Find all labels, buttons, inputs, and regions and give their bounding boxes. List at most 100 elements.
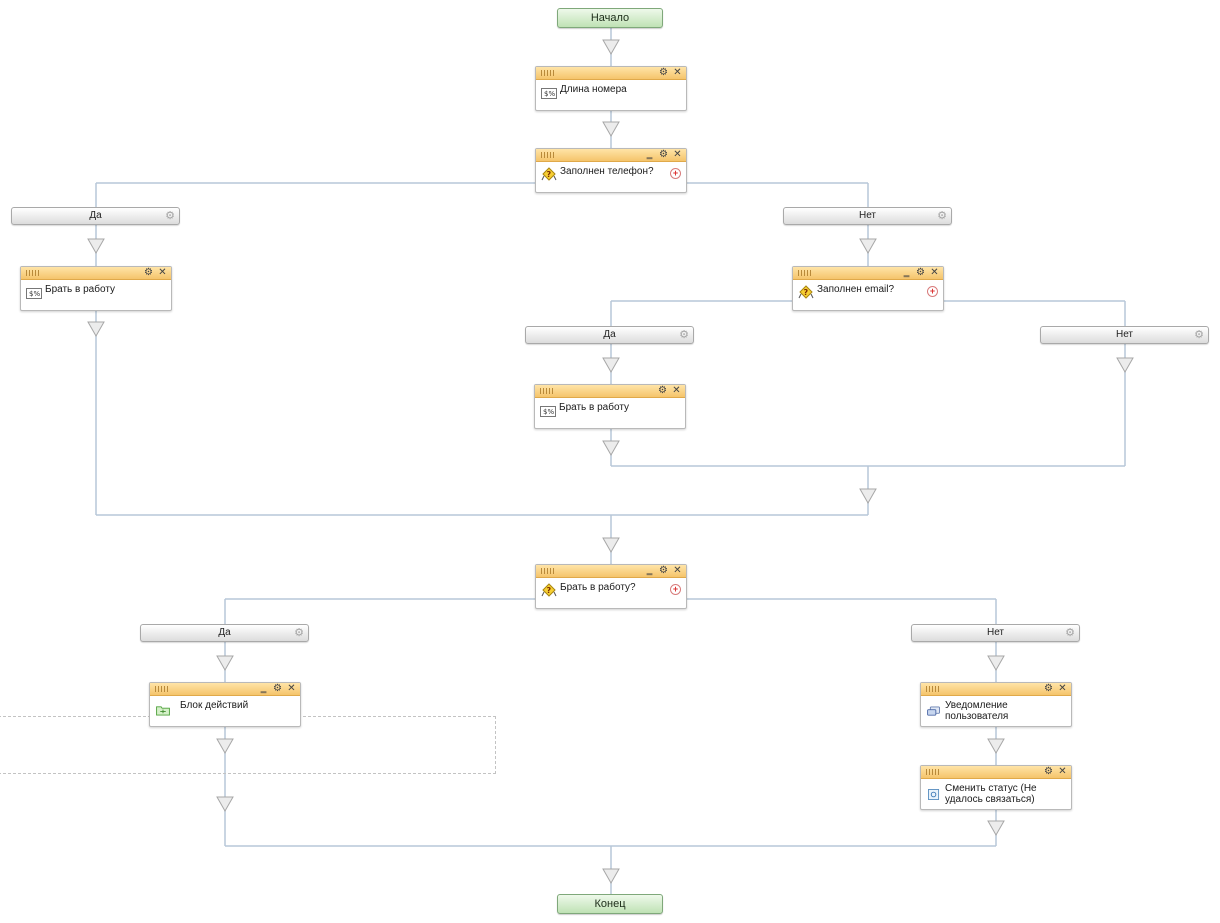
drag-grip-icon[interactable] bbox=[540, 388, 554, 394]
gear-icon[interactable]: ⚙ bbox=[1065, 627, 1075, 639]
block-header[interactable]: ‗ ⚙ ✕ bbox=[793, 267, 943, 280]
block-header[interactable]: ⚙ ✕ bbox=[21, 267, 171, 280]
gear-icon[interactable]: ⚙ bbox=[273, 683, 282, 694]
close-icon[interactable]: ✕ bbox=[287, 683, 296, 694]
branch-take-yes[interactable]: Да ⚙ bbox=[140, 624, 309, 642]
branch-label: Нет bbox=[986, 627, 1005, 638]
block-header[interactable]: ⚙ ✕ bbox=[921, 683, 1071, 696]
drop-arrow-icon[interactable] bbox=[602, 440, 620, 457]
block-header[interactable]: ⚙ ✕ bbox=[921, 766, 1071, 779]
svg-text:$%: $% bbox=[29, 290, 40, 298]
branch-label: Да bbox=[89, 210, 102, 221]
drop-arrow-icon[interactable] bbox=[987, 655, 1005, 672]
gear-icon[interactable]: ⚙ bbox=[294, 627, 304, 639]
drop-arrow-icon[interactable] bbox=[602, 357, 620, 374]
minimize-icon[interactable]: ‗ bbox=[260, 683, 267, 694]
block-status[interactable]: ⚙ ✕ Сменить статус (Не удалось связаться… bbox=[920, 765, 1072, 810]
gear-icon[interactable]: ⚙ bbox=[144, 267, 153, 278]
svg-text:$%: $% bbox=[543, 408, 554, 416]
drop-arrow-icon[interactable] bbox=[216, 655, 234, 672]
drop-arrow-icon[interactable] bbox=[602, 868, 620, 885]
drag-grip-icon[interactable] bbox=[541, 70, 555, 76]
gear-icon[interactable]: ⚙ bbox=[1044, 766, 1053, 777]
close-icon[interactable]: ✕ bbox=[673, 67, 682, 78]
drop-arrow-icon[interactable] bbox=[87, 321, 105, 338]
block-actions[interactable]: ‗ ⚙ ✕ Блок действий bbox=[149, 682, 301, 727]
block-title: Сменить статус (Не удалось связаться) bbox=[945, 783, 1037, 805]
block-q-phone[interactable]: ‗ ⚙ ✕ ? Заполнен телефон? + bbox=[535, 148, 687, 193]
gear-icon[interactable]: ⚙ bbox=[658, 385, 667, 396]
gear-icon[interactable]: ⚙ bbox=[679, 329, 689, 341]
calc-icon: $% bbox=[26, 288, 42, 299]
close-icon[interactable]: ✕ bbox=[158, 267, 167, 278]
minimize-icon[interactable]: ‗ bbox=[903, 267, 910, 278]
branch-email-no[interactable]: Нет ⚙ bbox=[1040, 326, 1209, 344]
drag-grip-icon[interactable] bbox=[926, 686, 940, 692]
drag-grip-icon[interactable] bbox=[798, 270, 812, 276]
minimize-icon[interactable]: ‗ bbox=[646, 149, 653, 160]
close-icon[interactable]: ✕ bbox=[930, 267, 939, 278]
branch-email-yes[interactable]: Да ⚙ bbox=[525, 326, 694, 344]
start-node[interactable]: Начало bbox=[557, 8, 663, 28]
message-icon bbox=[927, 706, 940, 716]
drag-grip-icon[interactable] bbox=[155, 686, 169, 692]
gear-icon[interactable]: ⚙ bbox=[659, 149, 668, 160]
close-icon[interactable]: ✕ bbox=[1058, 766, 1067, 777]
drop-arrow-icon[interactable] bbox=[87, 238, 105, 255]
close-icon[interactable]: ✕ bbox=[1058, 683, 1067, 694]
block-header[interactable]: ‗ ⚙ ✕ bbox=[150, 683, 300, 696]
block-title: Заполнен email? bbox=[817, 284, 895, 295]
block-header[interactable]: ⚙ ✕ bbox=[536, 67, 686, 80]
block-take-mid[interactable]: ⚙ ✕ $% Брать в работу bbox=[534, 384, 686, 429]
question-icon: ? bbox=[541, 583, 557, 597]
add-branch-icon[interactable]: + bbox=[927, 286, 938, 297]
block-title: Брать в работу? bbox=[560, 582, 636, 593]
drag-grip-icon[interactable] bbox=[926, 769, 940, 775]
block-q-email[interactable]: ‗ ⚙ ✕ ? Заполнен email? + bbox=[792, 266, 944, 311]
drop-arrow-icon[interactable] bbox=[602, 537, 620, 554]
gear-icon[interactable]: ⚙ bbox=[659, 565, 668, 576]
gear-icon[interactable]: ⚙ bbox=[937, 210, 947, 222]
drop-arrow-icon[interactable] bbox=[987, 738, 1005, 755]
gear-icon[interactable]: ⚙ bbox=[165, 210, 175, 222]
add-branch-icon[interactable]: + bbox=[670, 168, 681, 179]
block-q-take[interactable]: ‗ ⚙ ✕ ? Брать в работу? + bbox=[535, 564, 687, 609]
svg-text:?: ? bbox=[547, 170, 552, 179]
folder-icon bbox=[156, 706, 170, 716]
gear-icon[interactable]: ⚙ bbox=[1194, 329, 1204, 341]
question-icon: ? bbox=[541, 167, 557, 181]
block-header[interactable]: ‗ ⚙ ✕ bbox=[536, 149, 686, 162]
block-take-left[interactable]: ⚙ ✕ $% Брать в работу bbox=[20, 266, 172, 311]
drag-grip-icon[interactable] bbox=[26, 270, 40, 276]
branch-phone-no[interactable]: Нет ⚙ bbox=[783, 207, 952, 225]
drop-arrow-icon[interactable] bbox=[859, 488, 877, 505]
drag-grip-icon[interactable] bbox=[541, 152, 555, 158]
drop-arrow-icon[interactable] bbox=[859, 238, 877, 255]
close-icon[interactable]: ✕ bbox=[673, 149, 682, 160]
drop-arrow-icon[interactable] bbox=[1116, 357, 1134, 374]
block-dlina-nomera[interactable]: ⚙ ✕ $% Длина номера bbox=[535, 66, 687, 111]
end-node[interactable]: Конец bbox=[557, 894, 663, 914]
block-notify[interactable]: ⚙ ✕ Уведомление пользователя bbox=[920, 682, 1072, 727]
close-icon[interactable]: ✕ bbox=[673, 565, 682, 576]
block-title: Длина номера bbox=[560, 84, 627, 95]
drag-grip-icon[interactable] bbox=[541, 568, 555, 574]
block-title: Брать в работу bbox=[45, 284, 116, 295]
branch-take-no[interactable]: Нет ⚙ bbox=[911, 624, 1080, 642]
gear-icon[interactable]: ⚙ bbox=[916, 267, 925, 278]
drop-arrow-icon[interactable] bbox=[216, 738, 234, 755]
block-header[interactable]: ⚙ ✕ bbox=[535, 385, 685, 398]
gear-icon[interactable]: ⚙ bbox=[659, 67, 668, 78]
branch-phone-yes[interactable]: Да ⚙ bbox=[11, 207, 180, 225]
drop-arrow-icon[interactable] bbox=[987, 820, 1005, 837]
block-header[interactable]: ‗ ⚙ ✕ bbox=[536, 565, 686, 578]
close-icon[interactable]: ✕ bbox=[672, 385, 681, 396]
drop-arrow-icon[interactable] bbox=[602, 39, 620, 56]
add-branch-icon[interactable]: + bbox=[670, 584, 681, 595]
drop-arrow-icon[interactable] bbox=[216, 796, 234, 813]
gear-icon[interactable]: ⚙ bbox=[1044, 683, 1053, 694]
branch-label: Нет bbox=[1115, 329, 1134, 340]
drop-arrow-icon[interactable] bbox=[602, 121, 620, 138]
minimize-icon[interactable]: ‗ bbox=[646, 565, 653, 576]
